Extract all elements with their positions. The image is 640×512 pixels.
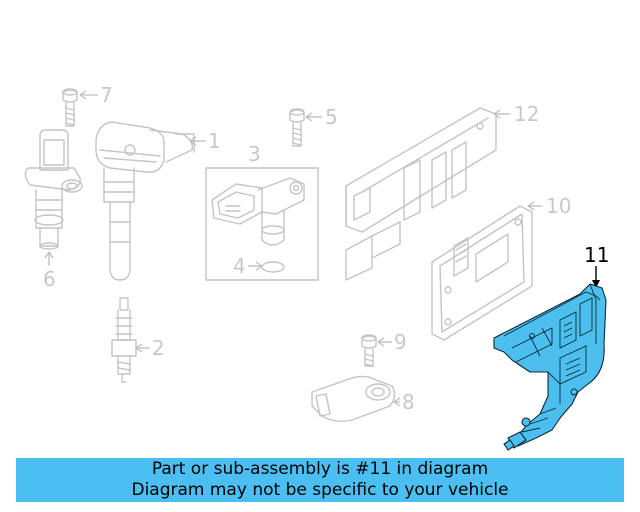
- callout-2[interactable]: 2: [152, 336, 165, 360]
- part-5-bolt[interactable]: [289, 108, 305, 147]
- part-3-kit-box: [205, 167, 319, 281]
- callout-12[interactable]: 12: [514, 102, 539, 126]
- leader-5-arrow: [305, 112, 313, 122]
- banner-line-2: Diagram may not be specific to your vehi…: [131, 480, 509, 500]
- callout-9[interactable]: 9: [394, 330, 407, 354]
- part-1-ignition-coil[interactable]: [95, 121, 195, 281]
- part-3-sensor[interactable]: [211, 177, 305, 246]
- part-11-bracket-highlighted[interactable]: [493, 283, 607, 451]
- part-2-spark-plug[interactable]: [111, 297, 137, 383]
- leader-9-arrow: [377, 337, 385, 347]
- callout-11[interactable]: 11: [584, 243, 609, 267]
- info-banner: Part or sub-assembly is #11 in diagram D…: [16, 458, 624, 502]
- leader-4-arrow: [255, 261, 263, 271]
- leader-11-arrow: [592, 280, 600, 288]
- callout-8[interactable]: 8: [402, 390, 415, 414]
- leader-2-arrow: [135, 343, 143, 353]
- callout-10[interactable]: 10: [546, 194, 571, 218]
- part-9-bolt[interactable]: [361, 334, 377, 367]
- part-6-sensor[interactable]: [24, 129, 83, 250]
- banner-line-1: Part or sub-assembly is #11 in diagram: [151, 459, 489, 479]
- callout-4[interactable]: 4: [233, 254, 246, 278]
- leader-7-arrow: [79, 90, 87, 100]
- leader-8-arrow: [393, 397, 401, 407]
- callout-3[interactable]: 3: [248, 142, 261, 166]
- leader-10-arrow: [527, 201, 535, 211]
- callout-6[interactable]: 6: [43, 267, 56, 291]
- part-12-bracket[interactable]: [345, 107, 497, 281]
- callout-7[interactable]: 7: [100, 83, 113, 107]
- leader-6-arrow: [44, 251, 54, 259]
- callout-5[interactable]: 5: [325, 105, 338, 129]
- part-4-o-ring[interactable]: [261, 261, 285, 273]
- part-8-knock-sensor[interactable]: [311, 375, 396, 423]
- part-10-ecu[interactable]: [431, 205, 533, 341]
- leader-1-arrow: [189, 136, 197, 146]
- leader-12-arrow: [493, 109, 501, 119]
- callout-1[interactable]: 1: [208, 129, 221, 153]
- part-7-bolt[interactable]: [62, 88, 78, 127]
